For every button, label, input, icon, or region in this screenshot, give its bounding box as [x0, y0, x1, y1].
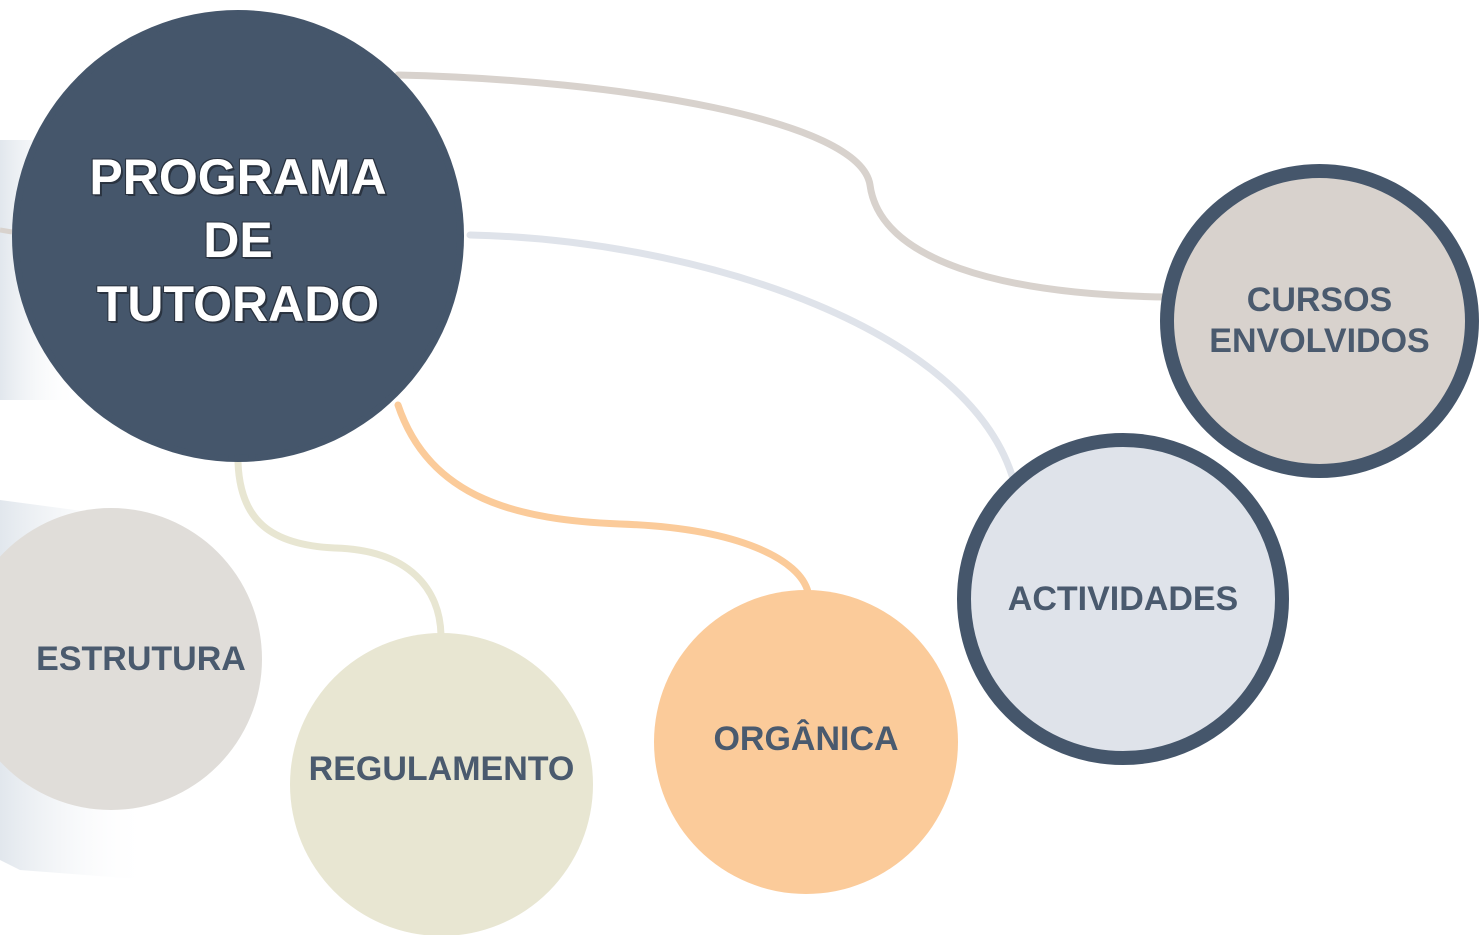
organica-node[interactable]: ORGÂNICA — [654, 590, 958, 894]
connector-cursos — [394, 71, 1172, 301]
actividades-node[interactable]: ACTIVIDADES — [957, 433, 1289, 765]
actividades-label: ACTIVIDADES — [1007, 579, 1239, 618]
connector-regulamento — [234, 458, 445, 639]
connector-organica — [394, 401, 812, 596]
regulamento-label: REGULAMENTO — [308, 750, 575, 789]
connector-actividades — [466, 231, 1020, 494]
regulamento-node[interactable]: REGULAMENTO — [290, 633, 593, 935]
estrutura-label: ESTRUTURA — [36, 639, 246, 678]
estrutura-node[interactable]: ESTRUTURA — [0, 508, 262, 810]
main-topic-label: PROGRAMA DE TUTORADO — [89, 148, 387, 332]
main-topic-node[interactable]: PROGRAMA DE TUTORADO — [12, 10, 464, 462]
cursos-envolvidos-label: CURSOS ENVOLVIDOS — [1209, 281, 1430, 360]
cursos-envolvidos-node[interactable]: CURSOS ENVOLVIDOS — [1160, 164, 1479, 478]
organica-label: ORGÂNICA — [713, 720, 899, 759]
